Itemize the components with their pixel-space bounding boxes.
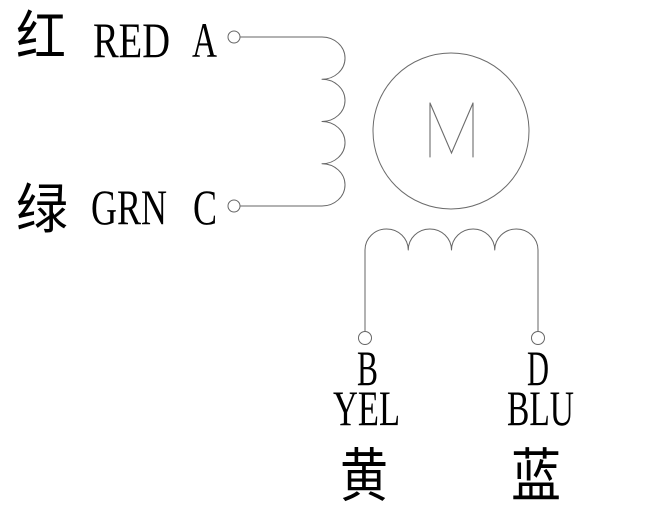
label-terminal-d: D [527,340,549,396]
label-yellow-zh: 黄 [340,444,388,509]
terminal-c-connector [227,199,241,213]
label-terminal-a: A [192,12,217,68]
motor-symbol [372,52,530,210]
coil-bd-wire [364,228,539,332]
label-blue-en: BLU [507,380,574,436]
winding-bd [358,228,545,345]
label-terminal-c: C [193,179,217,235]
label-blue-zh: 蓝 [511,444,561,509]
motor-circle [372,52,530,210]
label-green-zh: 绿 [16,180,68,240]
label-red-zh: 红 [16,7,66,67]
label-red-en: RED [93,12,170,68]
winding-ac [227,30,346,213]
label-yellow-en: YEL [333,380,400,436]
motor-letter-m-glyph [429,102,474,158]
terminal-b-connector [358,331,372,345]
coil-ac-wire [239,36,346,207]
label-green-en: GRN [91,179,167,235]
terminal-d-connector [531,331,545,345]
label-terminal-b: B [357,340,378,396]
terminal-a-connector [227,30,241,44]
